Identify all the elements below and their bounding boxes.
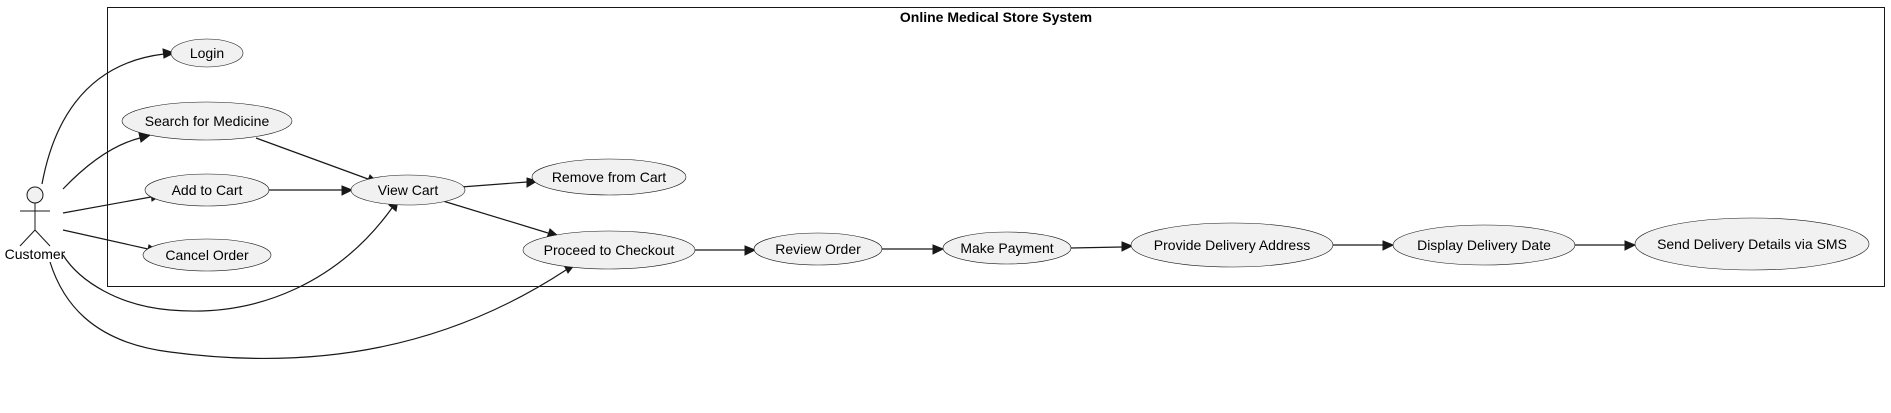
use-case-proceed-to-checkout[interactable]: Proceed to Checkout <box>522 230 696 270</box>
use-case-view-cart[interactable]: View Cart <box>350 174 466 206</box>
arrowhead <box>1121 241 1134 252</box>
system-title: Online Medical Store System <box>900 9 1092 25</box>
use-case-display-delivery-date[interactable]: Display Delivery Date <box>1392 224 1576 266</box>
actor-right-leg <box>34 229 51 247</box>
use-case-cancel-order[interactable]: Cancel Order <box>142 238 272 272</box>
arrowhead <box>162 48 176 59</box>
use-case-add-to-cart[interactable]: Add to Cart <box>144 173 270 207</box>
arrowhead <box>932 244 945 255</box>
use-case-label: Remove from Cart <box>552 169 666 185</box>
use-case-remove-from-cart[interactable]: Remove from Cart <box>531 158 687 196</box>
arrowhead <box>1624 240 1637 251</box>
use-case-ellipse <box>350 174 466 206</box>
use-case-ellipse <box>522 230 696 270</box>
edge-customer-cancel <box>62 229 149 250</box>
use-case-make-payment[interactable]: Make Payment <box>942 231 1072 265</box>
actor-customer[interactable]: Customer <box>5 186 66 262</box>
use-case-review-order[interactable]: Review Order <box>753 232 883 266</box>
use-case-label: Provide Delivery Address <box>1154 237 1310 253</box>
edge-customer-addcart <box>62 196 152 214</box>
use-case-ellipse <box>753 232 883 266</box>
use-case-ellipse <box>144 173 270 207</box>
use-case-label: Display Delivery Date <box>1417 237 1551 253</box>
use-case-label: View Cart <box>378 182 439 198</box>
edge-customer-checkout <box>49 261 567 360</box>
edge-payment-address <box>1070 246 1123 249</box>
use-case-label: Login <box>190 45 224 61</box>
edge-search-viewcart <box>255 137 369 180</box>
use-case-provide-delivery-address[interactable]: Provide Delivery Address <box>1130 222 1334 268</box>
edge-customer-viewcart <box>62 207 393 312</box>
edge-customer-login <box>41 53 165 185</box>
use-case-ellipse <box>1392 224 1576 266</box>
use-case-label: Cancel Order <box>165 247 249 263</box>
use-case-label: Search for Medicine <box>145 113 270 129</box>
use-case-ellipse <box>142 238 272 272</box>
use-case-label: Proceed to Checkout <box>544 242 675 258</box>
use-case-ellipse <box>121 101 293 141</box>
use-case-ellipse <box>942 231 1072 265</box>
use-case-label: Add to Cart <box>172 182 243 198</box>
edge-viewcart-remove <box>460 181 528 188</box>
arrowhead <box>341 185 354 196</box>
edge-customer-search <box>62 137 141 190</box>
use-case-ellipse <box>170 38 244 68</box>
edge-viewcart-checkout <box>442 200 549 234</box>
use-case-ellipse <box>531 158 687 196</box>
use-case-label: Make Payment <box>960 240 1053 256</box>
arrowhead <box>1382 240 1395 251</box>
use-case-ellipse <box>1130 222 1334 268</box>
use-case-send-sms[interactable]: Send Delivery Details via SMS <box>1634 217 1870 271</box>
use-case-search-medicine[interactable]: Search for Medicine <box>121 101 293 141</box>
use-case-label: Review Order <box>775 241 861 257</box>
use-case-label: Send Delivery Details via SMS <box>1657 236 1847 252</box>
actor-head <box>26 186 44 204</box>
actor-left-leg <box>19 229 36 247</box>
use-case-login[interactable]: Login <box>170 38 244 68</box>
use-case-ellipse <box>1634 217 1870 271</box>
actor-label: Customer <box>5 246 66 262</box>
arrowhead <box>744 245 757 256</box>
